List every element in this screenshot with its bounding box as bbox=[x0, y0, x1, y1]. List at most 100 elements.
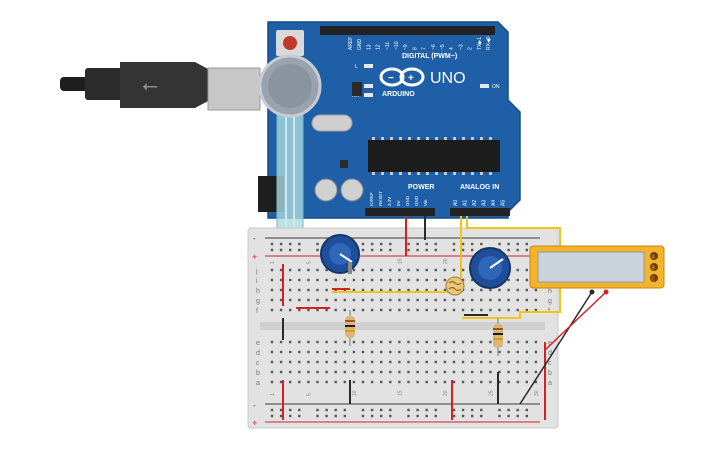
rail-hole[interactable] bbox=[498, 242, 501, 246]
breadboard-hole[interactable] bbox=[307, 370, 310, 374]
breadboard-hole[interactable] bbox=[361, 278, 365, 282]
breadboard-hole[interactable] bbox=[434, 268, 437, 272]
breadboard-hole[interactable] bbox=[471, 350, 474, 354]
rail-hole[interactable] bbox=[480, 242, 483, 246]
breadboard-hole[interactable] bbox=[352, 370, 356, 374]
rail-hole[interactable] bbox=[361, 248, 365, 252]
breadboard-hole[interactable] bbox=[507, 360, 510, 364]
breadboard-hole[interactable] bbox=[334, 340, 337, 344]
rail-hole[interactable] bbox=[270, 242, 274, 246]
breadboard-hole[interactable] bbox=[443, 288, 447, 292]
breadboard-hole[interactable] bbox=[452, 340, 456, 344]
breadboard-hole[interactable] bbox=[298, 360, 301, 364]
rail-hole[interactable] bbox=[425, 242, 428, 246]
breadboard-hole[interactable] bbox=[434, 350, 437, 354]
rail-hole[interactable] bbox=[461, 408, 465, 412]
breadboard-hole[interactable] bbox=[389, 298, 392, 302]
breadboard-hole[interactable] bbox=[389, 350, 392, 354]
rail-hole[interactable] bbox=[416, 414, 419, 418]
breadboard-hole[interactable] bbox=[279, 340, 283, 344]
breadboard-hole[interactable] bbox=[307, 350, 310, 354]
breadboard-hole[interactable] bbox=[325, 308, 328, 312]
rail-hole[interactable] bbox=[289, 248, 292, 252]
breadboard-hole[interactable] bbox=[516, 350, 519, 354]
rail-hole[interactable] bbox=[471, 242, 474, 246]
breadboard-hole[interactable] bbox=[534, 308, 538, 312]
breadboard-hole[interactable] bbox=[370, 268, 374, 272]
breadboard-hole[interactable] bbox=[325, 288, 328, 292]
breadboard-hole[interactable] bbox=[507, 308, 510, 312]
breadboard-hole[interactable] bbox=[380, 360, 383, 364]
breadboard-hole[interactable] bbox=[361, 298, 365, 302]
breadboard-hole[interactable] bbox=[434, 298, 437, 302]
breadboard-hole[interactable] bbox=[343, 380, 346, 384]
breadboard-hole[interactable] bbox=[434, 308, 437, 312]
breadboard-hole[interactable] bbox=[307, 288, 310, 292]
breadboard-hole[interactable] bbox=[525, 308, 528, 312]
breadboard-hole[interactable] bbox=[343, 340, 346, 344]
breadboard-hole[interactable] bbox=[461, 278, 465, 282]
breadboard-hole[interactable] bbox=[452, 308, 456, 312]
rail-hole[interactable] bbox=[370, 248, 374, 252]
breadboard-hole[interactable] bbox=[298, 308, 301, 312]
breadboard-hole[interactable] bbox=[461, 268, 465, 272]
reset-button[interactable] bbox=[283, 36, 297, 50]
potentiometer-2[interactable] bbox=[469, 247, 511, 289]
breadboard-hole[interactable] bbox=[361, 370, 365, 374]
breadboard-hole[interactable] bbox=[380, 288, 383, 292]
breadboard-hole[interactable] bbox=[480, 350, 483, 354]
rail-hole[interactable] bbox=[407, 242, 410, 246]
breadboard-hole[interactable] bbox=[480, 360, 483, 364]
rail-hole[interactable] bbox=[434, 242, 437, 246]
breadboard-hole[interactable] bbox=[425, 370, 428, 374]
breadboard-hole[interactable] bbox=[525, 340, 528, 344]
breadboard-hole[interactable] bbox=[380, 380, 383, 384]
rail-hole[interactable] bbox=[407, 248, 410, 252]
rail-hole[interactable] bbox=[480, 408, 483, 412]
breadboard-hole[interactable] bbox=[525, 288, 528, 292]
breadboard-hole[interactable] bbox=[480, 370, 483, 374]
breadboard-hole[interactable] bbox=[380, 340, 383, 344]
rail-hole[interactable] bbox=[361, 408, 365, 412]
rail-hole[interactable] bbox=[416, 408, 419, 412]
breadboard-hole[interactable] bbox=[279, 360, 283, 364]
rail-hole[interactable] bbox=[516, 248, 519, 252]
breadboard-hole[interactable] bbox=[452, 298, 456, 302]
breadboard-hole[interactable] bbox=[334, 278, 337, 282]
breadboard-hole[interactable] bbox=[498, 288, 501, 292]
breadboard-hole[interactable] bbox=[452, 370, 456, 374]
rail-hole[interactable] bbox=[480, 414, 483, 418]
breadboard-hole[interactable] bbox=[534, 340, 538, 344]
breadboard-hole[interactable] bbox=[498, 370, 501, 374]
breadboard-hole[interactable] bbox=[270, 288, 274, 292]
breadboard-hole[interactable] bbox=[398, 340, 401, 344]
breadboard-hole[interactable] bbox=[370, 370, 374, 374]
rail-hole[interactable] bbox=[416, 248, 419, 252]
breadboard-hole[interactable] bbox=[507, 278, 510, 282]
breadboard-hole[interactable] bbox=[352, 298, 356, 302]
rail-hole[interactable] bbox=[325, 408, 328, 412]
rail-hole[interactable] bbox=[525, 408, 528, 412]
breadboard-hole[interactable] bbox=[316, 268, 319, 272]
rail-hole[interactable] bbox=[389, 242, 392, 246]
breadboard-hole[interactable] bbox=[298, 340, 301, 344]
breadboard-hole[interactable] bbox=[416, 268, 419, 272]
breadboard-hole[interactable] bbox=[380, 268, 383, 272]
rail-hole[interactable] bbox=[370, 414, 374, 418]
rail-hole[interactable] bbox=[425, 414, 428, 418]
breadboard-hole[interactable] bbox=[452, 360, 456, 364]
rail-hole[interactable] bbox=[389, 414, 392, 418]
breadboard-hole[interactable] bbox=[443, 268, 447, 272]
breadboard-hole[interactable] bbox=[334, 298, 337, 302]
rail-hole[interactable] bbox=[270, 414, 274, 418]
rail-hole[interactable] bbox=[461, 248, 465, 252]
breadboard-hole[interactable] bbox=[361, 340, 365, 344]
breadboard-hole[interactable] bbox=[425, 268, 428, 272]
breadboard-hole[interactable] bbox=[461, 350, 465, 354]
breadboard-hole[interactable] bbox=[516, 268, 519, 272]
breadboard-hole[interactable] bbox=[489, 288, 492, 292]
breadboard-hole[interactable] bbox=[416, 278, 419, 282]
rail-hole[interactable] bbox=[343, 408, 346, 412]
rail-hole[interactable] bbox=[380, 408, 383, 412]
breadboard-hole[interactable] bbox=[461, 340, 465, 344]
